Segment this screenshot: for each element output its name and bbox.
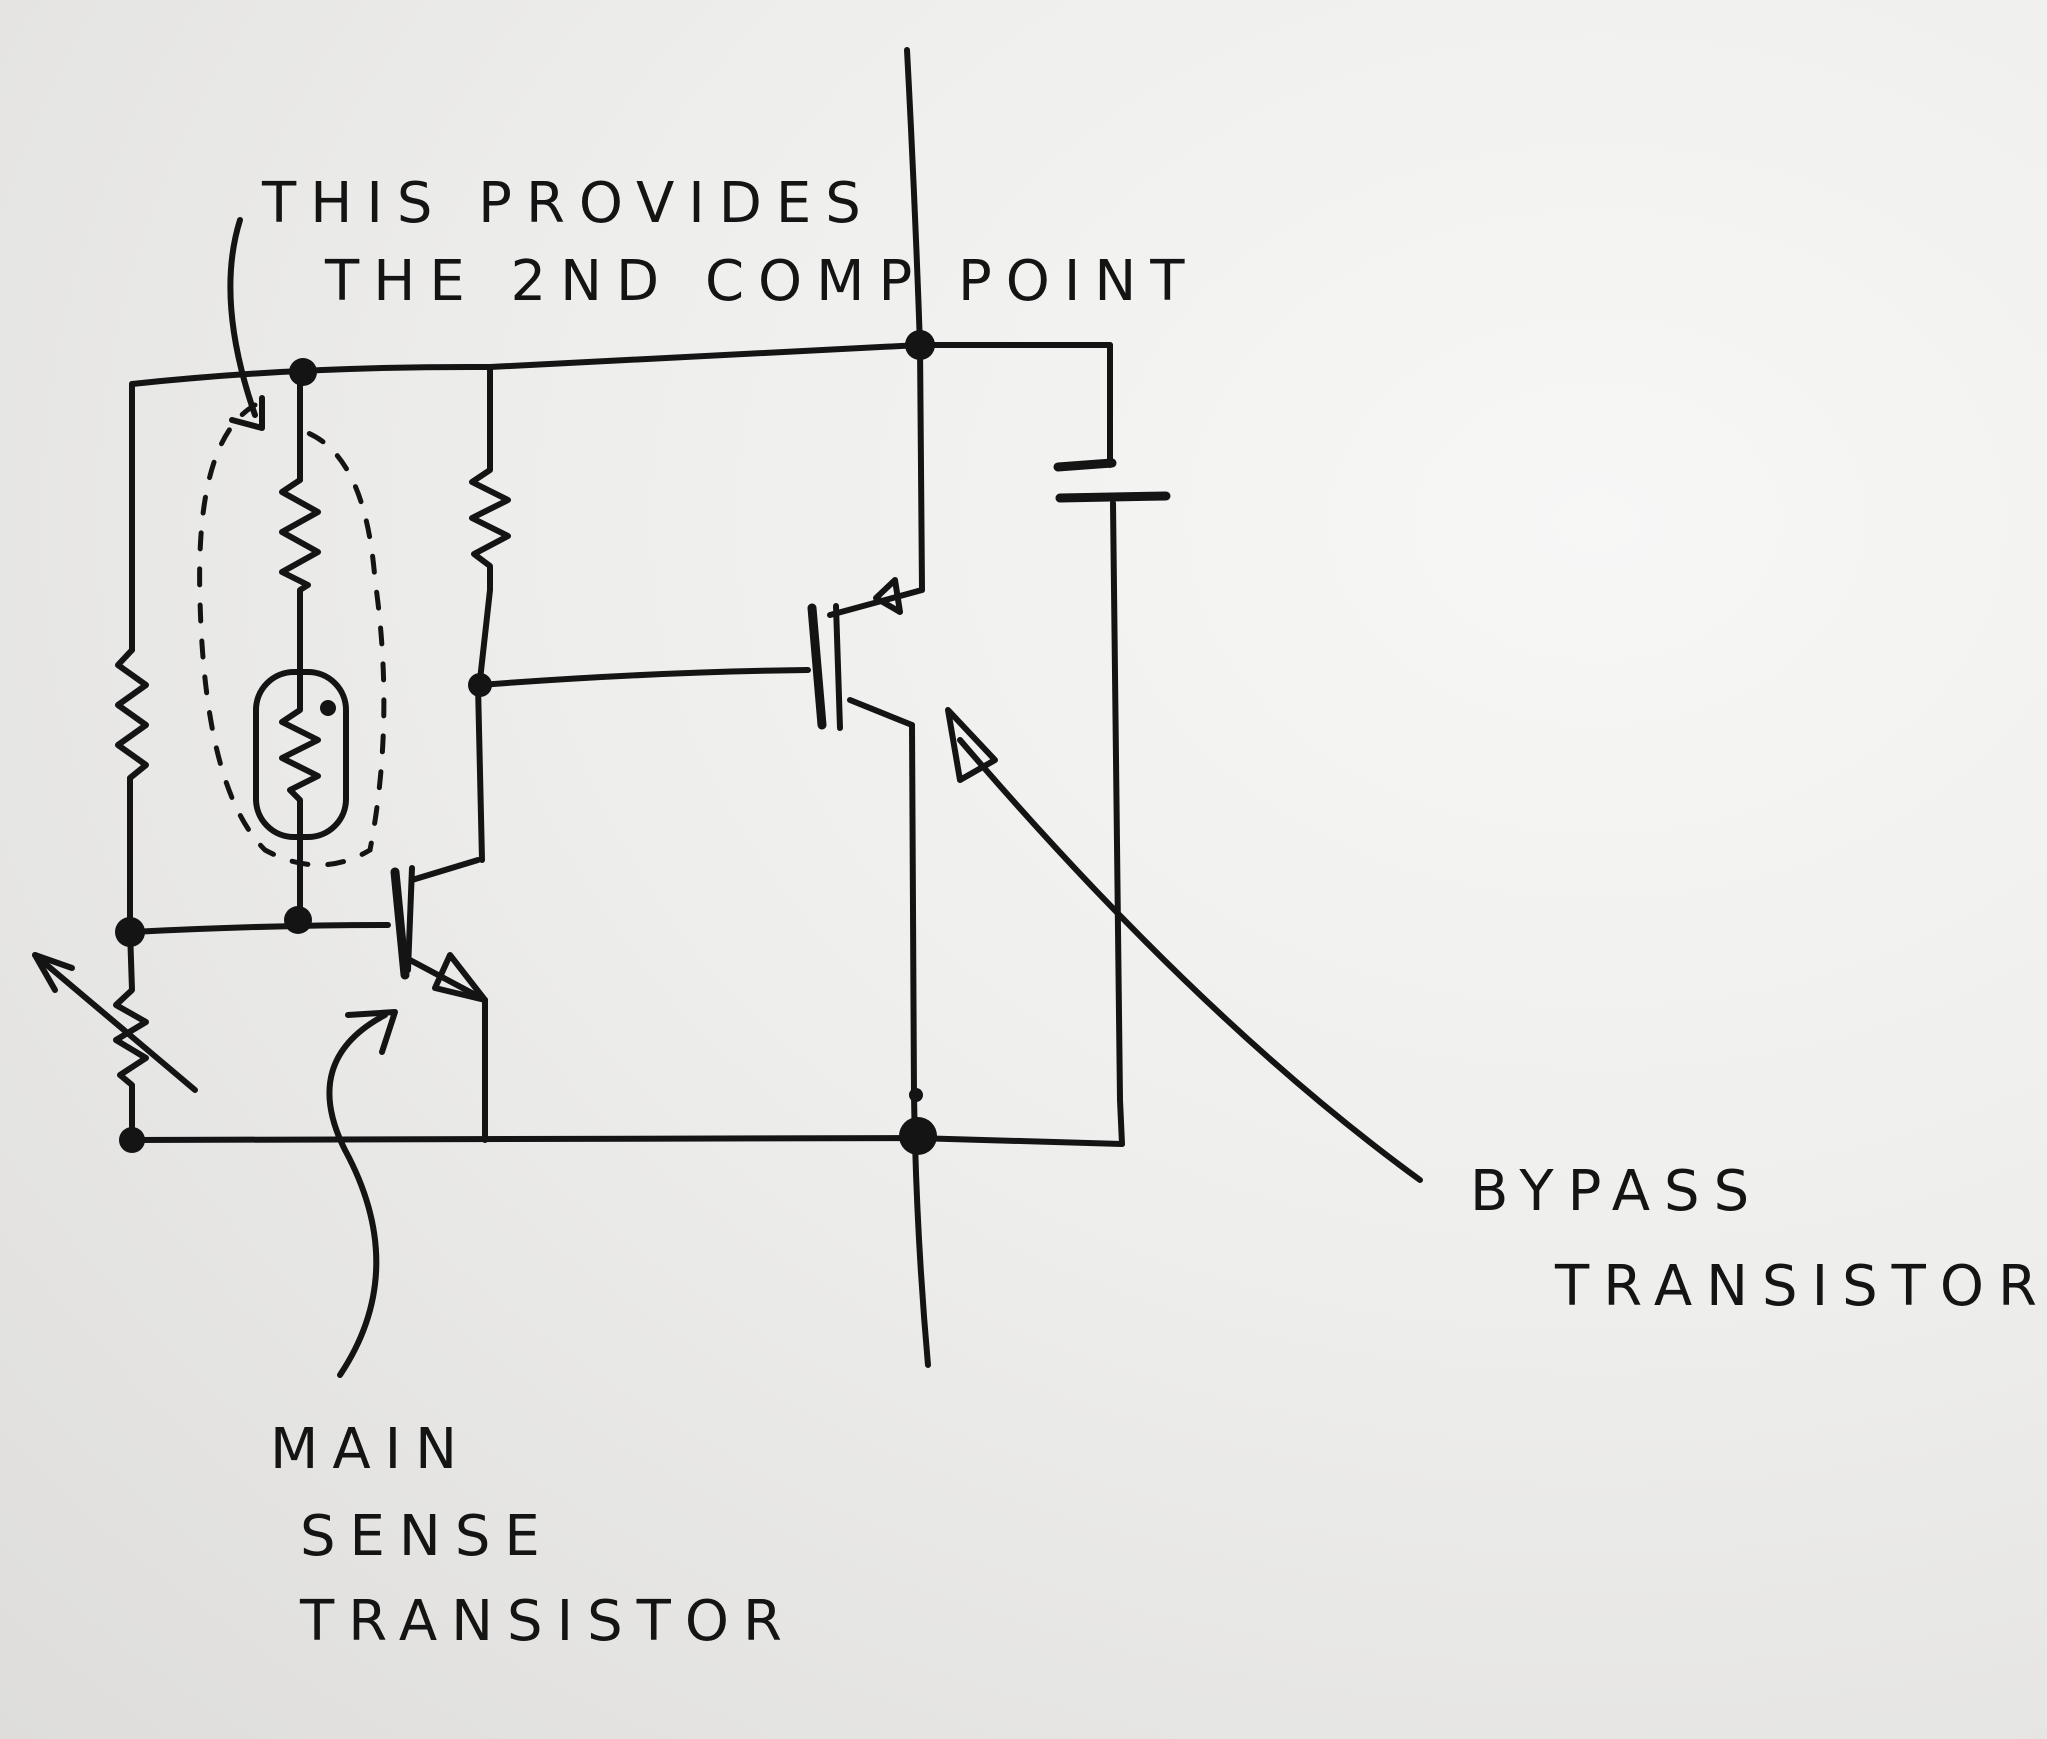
comp-point-arrow: [227, 217, 265, 431]
comp-point-branch: [197, 358, 387, 934]
main-sense-label-line1: MAIN: [270, 1417, 471, 1482]
main-sense-transistor: [129, 857, 488, 1143]
bypass-label: BYPASS TRANSISTOR: [1470, 1159, 2047, 1319]
comp-point-label-line2: THE 2ND COMP POINT: [324, 249, 1198, 314]
main-sense-label: MAIN SENSE TRANSISTOR: [270, 1417, 796, 1654]
main-sense-arrow: [326, 1009, 398, 1378]
main-sense-label-line2: SENSE: [300, 1504, 554, 1569]
variable-resistor: [32, 927, 198, 1143]
bypass-label-line1: BYPASS: [1470, 1159, 1763, 1224]
bypass-label-line2: TRANSISTOR: [1554, 1254, 2047, 1319]
bottom-bus: [129, 1135, 1125, 1147]
junction-dots: [115, 330, 937, 1155]
base-resistor: [468, 364, 511, 863]
bypass-transistor: [477, 577, 925, 731]
supply-rail: [904, 47, 931, 1368]
left-resistor: [115, 647, 149, 933]
capacitor: [1053, 342, 1171, 1147]
comp-point-label-line1: THIS PROVIDES: [261, 171, 875, 236]
comp-point-label: THIS PROVIDES THE 2ND COMP POINT: [261, 171, 1198, 314]
top-bus: [129, 342, 1113, 653]
main-sense-label-line3: TRANSISTOR: [299, 1589, 796, 1654]
bypass-arrow: [945, 707, 1423, 1183]
